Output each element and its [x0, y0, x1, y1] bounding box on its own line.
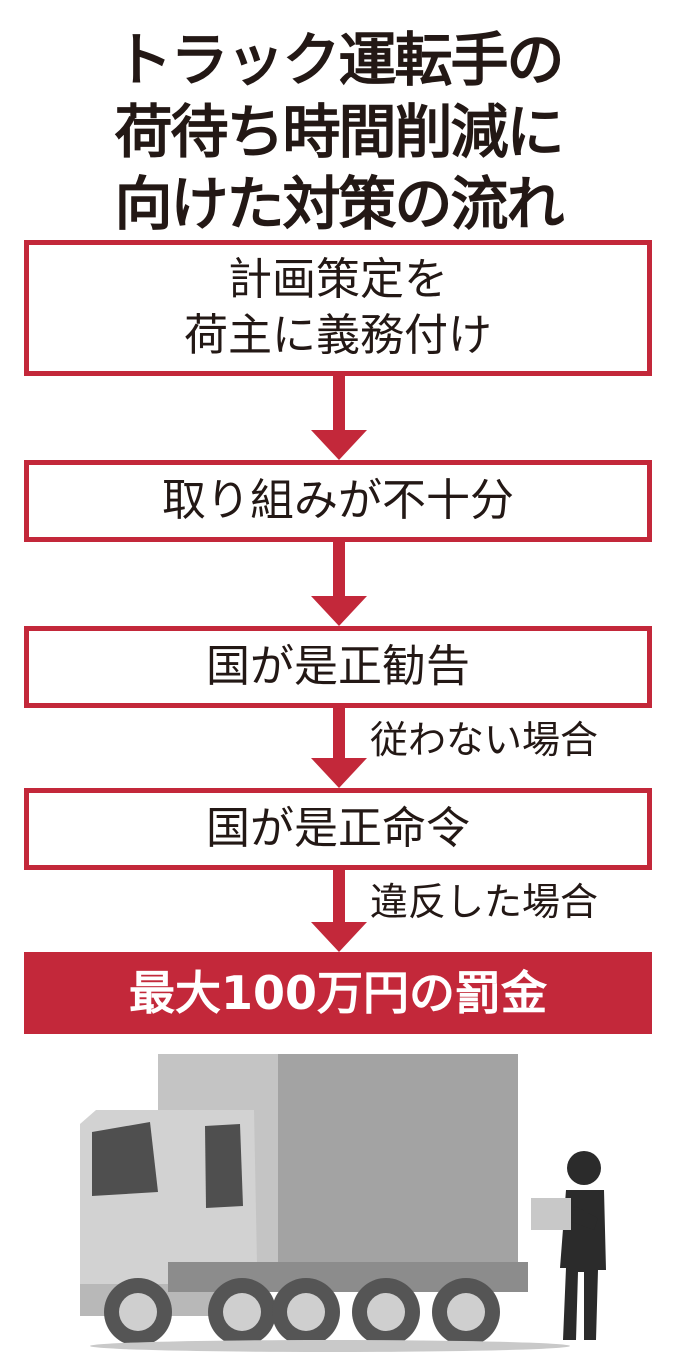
package-box	[531, 1198, 571, 1230]
truck-windshield	[92, 1122, 158, 1196]
page-title: トラック運転手の 荷待ち時間削減に 向けた対策の流れ	[0, 24, 677, 240]
worker-figure	[531, 1151, 606, 1340]
flow-step-correction-order: 国が是正命令	[24, 788, 652, 870]
down-arrow-icon	[311, 870, 367, 952]
flow-step-1-line-1: 計画策定を	[228, 252, 448, 308]
flow-step-plan-obligation: 計画策定を 荷主に義務付け	[24, 240, 652, 376]
title-line-1: トラック運転手の	[0, 24, 677, 96]
flow-step-correction-recommendation: 国が是正勧告	[24, 626, 652, 708]
condition-label-non-compliance: 従わない場合	[370, 718, 598, 762]
flow-step-1-line-2: 荷主に義務付け	[184, 308, 492, 364]
flow-step-penalty: 最大100万円の罰金	[24, 952, 652, 1034]
down-arrow-icon	[311, 542, 367, 626]
title-line-3: 向けた対策の流れ	[0, 168, 677, 240]
flow-step-penalty-label: 最大100万円の罰金	[129, 965, 547, 1021]
flow-step-4-label: 国が是正命令	[206, 801, 470, 857]
flow-step-insufficient-effort: 取り組みが不十分	[24, 460, 652, 542]
title-line-2: 荷待ち時間削減に	[0, 96, 677, 168]
truck-side-window	[205, 1124, 243, 1208]
condition-label-violation: 違反した場合	[370, 880, 598, 924]
flow-step-3-label: 国が是正勧告	[206, 639, 470, 695]
flow-step-2-label: 取り組みが不十分	[162, 473, 514, 529]
down-arrow-icon	[311, 708, 367, 788]
truck-and-worker-icon	[0, 1040, 677, 1354]
down-arrow-icon	[311, 376, 367, 460]
